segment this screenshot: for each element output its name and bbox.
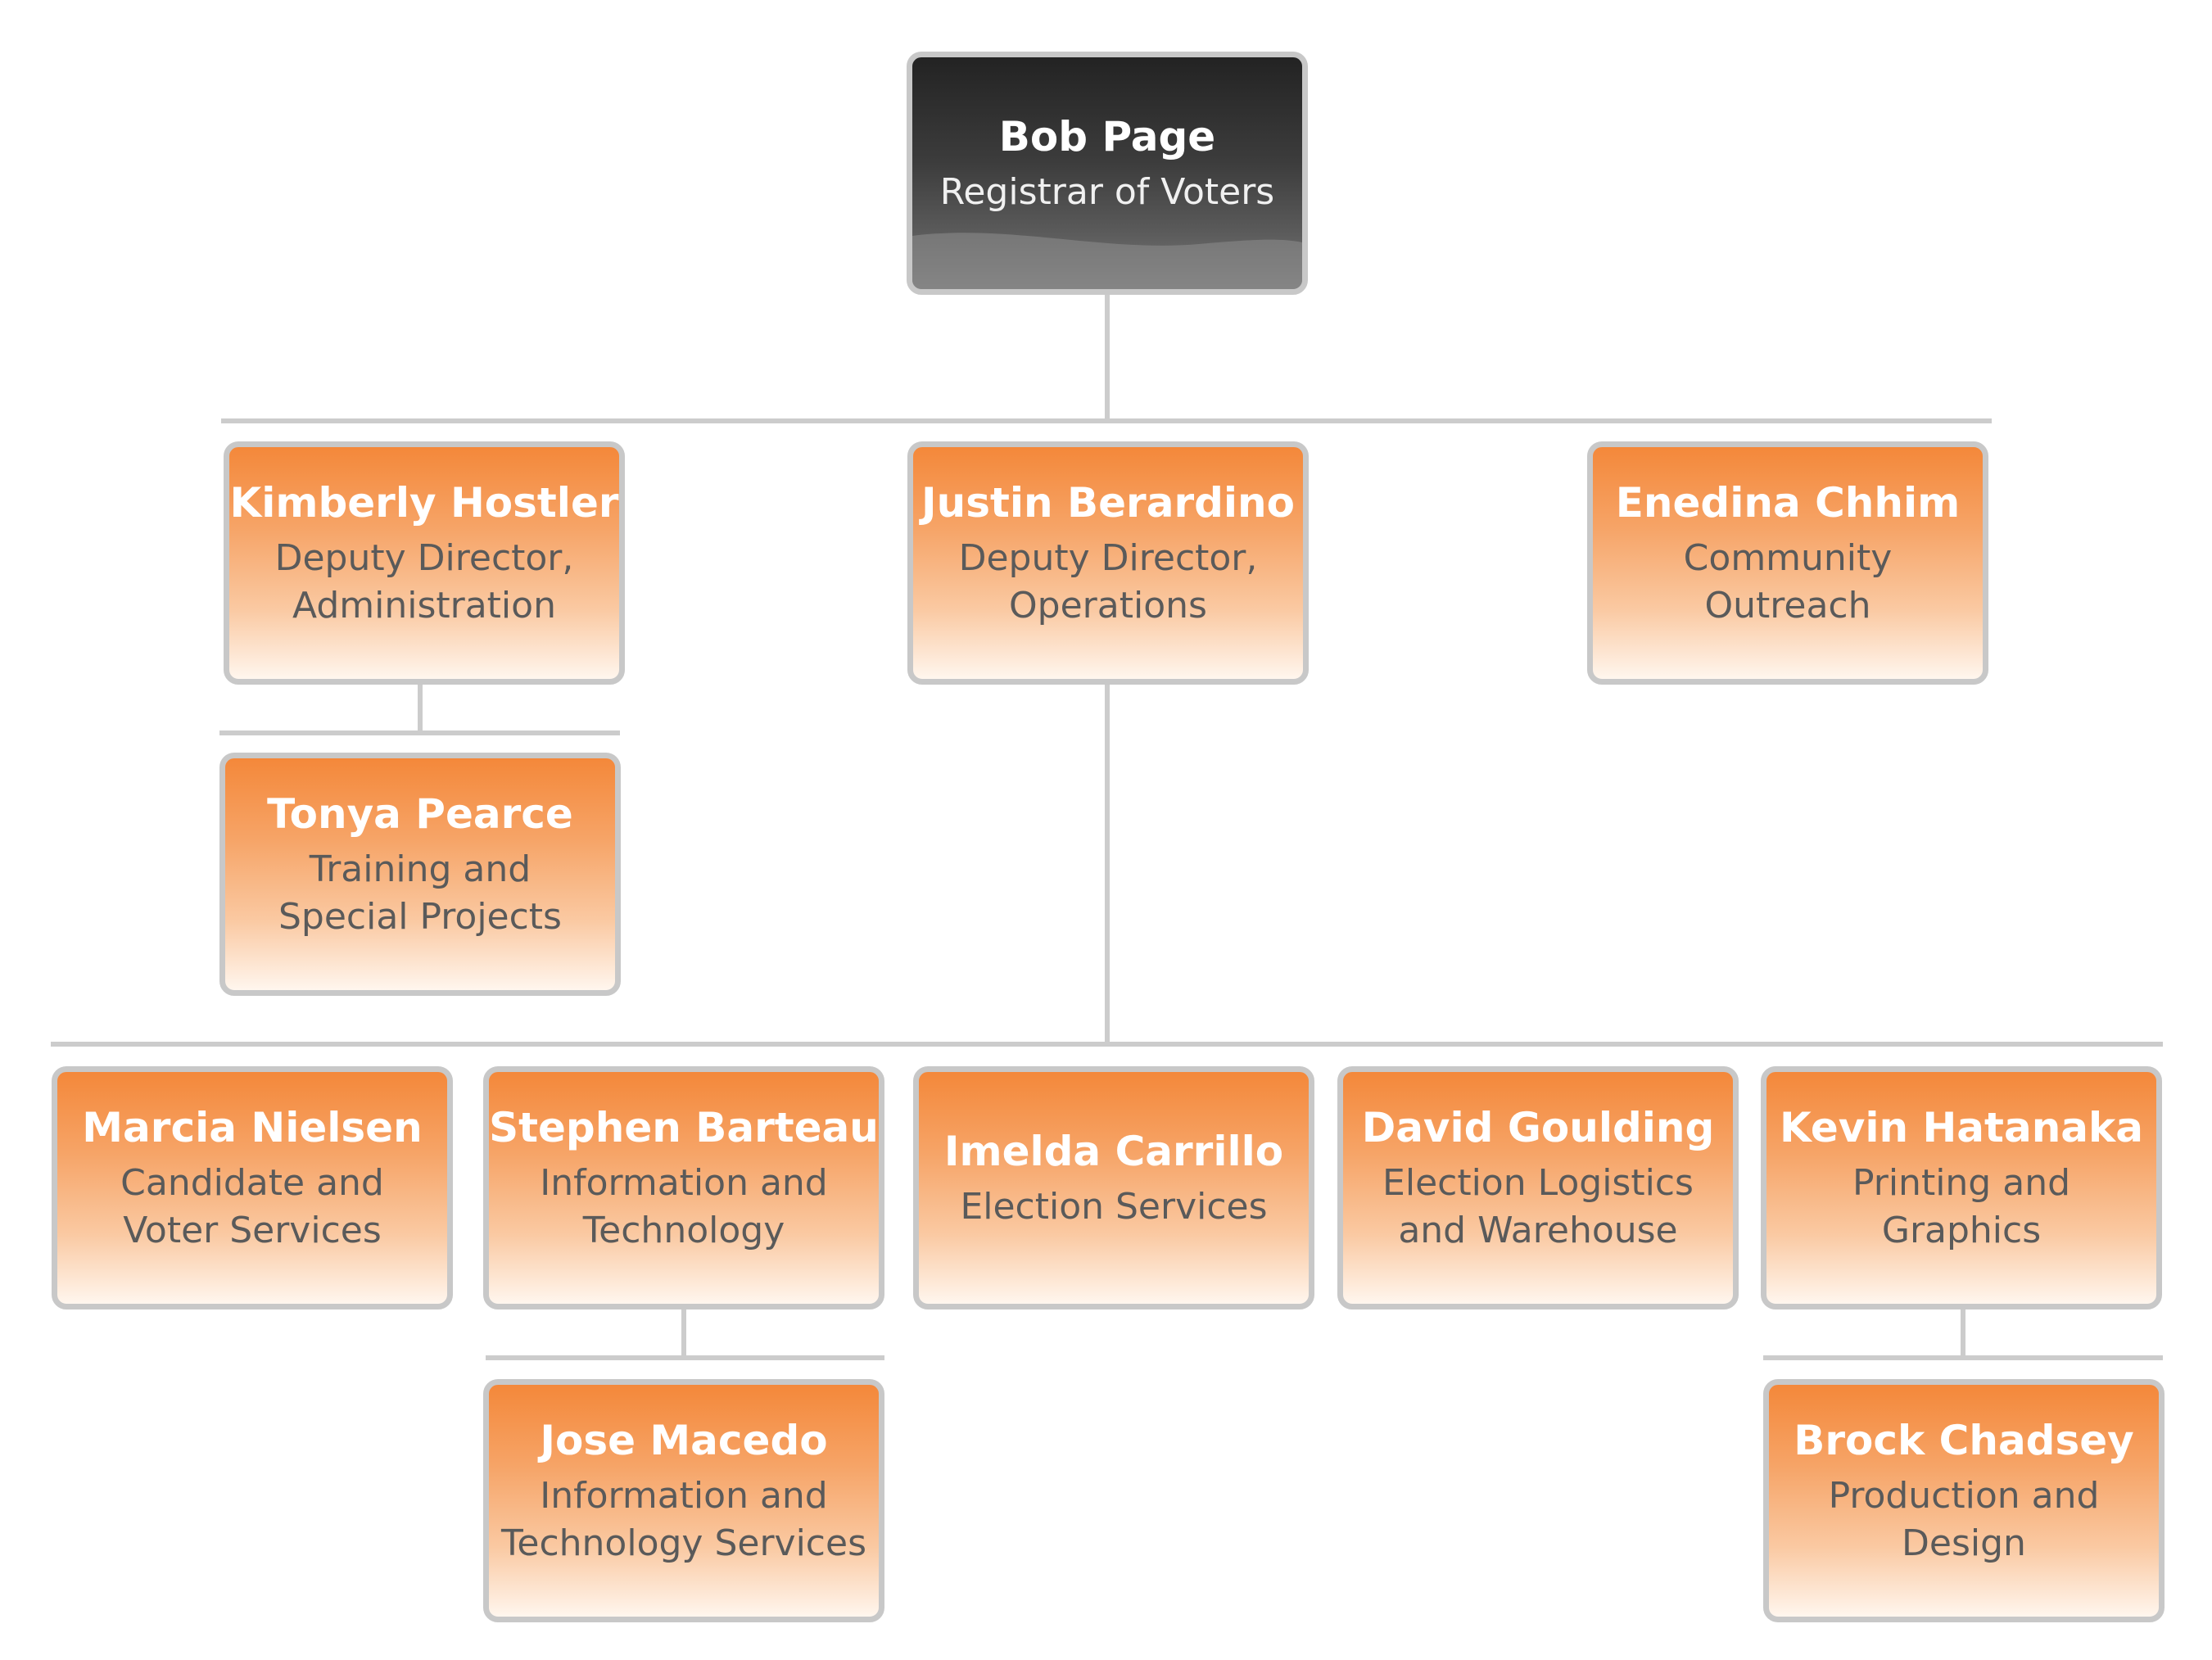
- node-role: Registrar of Voters: [939, 170, 1275, 213]
- node-role: Candidate and Voter Services: [120, 1161, 384, 1251]
- node-role: Information and Technology: [540, 1161, 828, 1251]
- node-name: Justin Berardino: [921, 478, 1295, 527]
- node-role: Community Outreach: [1683, 536, 1893, 626]
- node-name: Stephen Barteau: [489, 1103, 879, 1151]
- node-production-design: Brock Chadsey Production and Design: [1763, 1379, 2165, 1622]
- node-name: Bob Page: [998, 112, 1216, 161]
- node-name: Marcia Nielsen: [82, 1103, 423, 1151]
- node-role: Production and Design: [1828, 1474, 2100, 1564]
- node-role: Election Logistics and Warehouse: [1382, 1161, 1694, 1251]
- node-candidate-voter-services: Marcia Nielsen Candidate and Voter Servi…: [52, 1066, 453, 1309]
- node-community-outreach: Enedina Chhim Community Outreach: [1587, 441, 1988, 685]
- node-election-services: Imelda Carrillo Election Services: [913, 1066, 1314, 1309]
- node-printing-graphics: Kevin Hatanaka Printing and Graphics: [1761, 1066, 2162, 1309]
- node-it-services: Jose Macedo Information and Technology S…: [483, 1379, 884, 1622]
- node-role: Election Services: [960, 1185, 1268, 1228]
- node-role: Training and Special Projects: [278, 848, 562, 938]
- node-name: Kevin Hatanaka: [1779, 1103, 2144, 1151]
- node-deputy-operations: Justin Berardino Deputy Director, Operat…: [907, 441, 1309, 685]
- node-election-logistics: David Goulding Election Logistics and Wa…: [1337, 1066, 1739, 1309]
- node-name: Brock Chadsey: [1794, 1416, 2134, 1464]
- node-registrar: Bob Page Registrar of Voters: [907, 52, 1308, 295]
- node-information-technology: Stephen Barteau Information and Technolo…: [483, 1066, 884, 1309]
- node-name: Kimberly Hostler: [229, 478, 619, 527]
- node-name: Enedina Chhim: [1615, 478, 1961, 527]
- node-role: Information and Technology Services: [501, 1474, 866, 1564]
- node-training-special-projects: Tonya Pearce Training and Special Projec…: [219, 753, 621, 996]
- node-role: Deputy Director, Operations: [958, 536, 1258, 626]
- node-deputy-administration: Kimberly Hostler Deputy Director, Admini…: [224, 441, 625, 685]
- node-name: David Goulding: [1361, 1103, 1715, 1151]
- node-name: Tonya Pearce: [267, 789, 573, 838]
- node-name: Jose Macedo: [540, 1416, 828, 1464]
- node-role: Deputy Director, Administration: [274, 536, 574, 626]
- root-wave-decoration: [912, 233, 1302, 289]
- node-name: Imelda Carrillo: [943, 1127, 1284, 1175]
- node-role: Printing and Graphics: [1852, 1161, 2071, 1251]
